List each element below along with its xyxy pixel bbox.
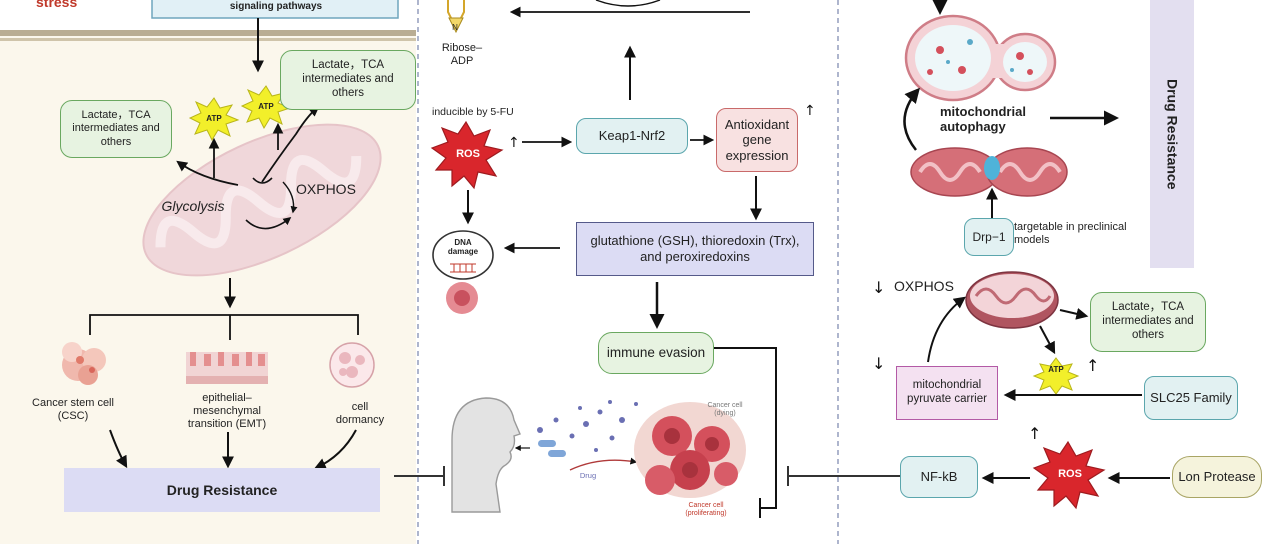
cancer-prolif-label: Cancer cell (proliferating) — [685, 502, 727, 518]
arrow-mito-lactate — [1059, 307, 1089, 320]
cancer-cells-image — [634, 402, 746, 498]
mpc-down-indicator: ↓ — [872, 354, 886, 373]
mitochondria-fission-image — [910, 147, 1068, 197]
keap-box: Keap1-Nrf2 — [576, 118, 688, 154]
drug-resistance-box-left — [64, 468, 380, 512]
cycle-bottom — [245, 217, 292, 230]
csc-label: Cancer stem cell (CSC) — [32, 397, 114, 422]
dna-damage-circle — [432, 230, 494, 280]
left-panel-band-2 — [0, 38, 416, 41]
mito-autophagy-label: mitochondrial autophagy — [940, 104, 1026, 135]
ros-label-middle: ROS — [456, 148, 480, 160]
drp1-box: Drp−1 — [964, 218, 1014, 256]
cycle-top — [252, 177, 273, 184]
immune-evasion-box: immune evasion — [598, 332, 714, 374]
svg-text:N: N — [452, 23, 458, 32]
glycolysis-label: Glycolysis — [161, 198, 225, 214]
drug-label: Drug — [579, 471, 597, 480]
cycle-right — [282, 181, 298, 214]
signaling-label: signaling pathways — [229, 1, 323, 12]
emt-cells-image — [186, 352, 268, 384]
branch-line — [89, 314, 359, 335]
arrow-dormancy-dr — [313, 429, 357, 470]
atp-label-right: ATP — [1048, 365, 1064, 374]
atp-up-indicator: ↑ — [1086, 356, 1100, 375]
antioxidant-box: Antioxidant gene expression — [716, 108, 798, 172]
lon-protease-box: Lon Protease — [1172, 456, 1262, 498]
arrow-csc-dr — [109, 429, 128, 469]
drug-resistance-bar — [1150, 0, 1194, 268]
atp-label-2: ATP — [258, 102, 274, 111]
dormancy-cell-image — [329, 342, 375, 388]
arrow-glycolysis-lactate — [176, 160, 239, 186]
pill-icons — [538, 440, 566, 457]
nfkb-up-indicator: ↑ — [1028, 424, 1042, 443]
left-panel-band — [0, 30, 416, 36]
mpc-box: mitochondrial pyruvate carrier — [896, 366, 998, 420]
dna-damage-label: DNA damage — [447, 238, 479, 257]
slc25-box: SLC25 Family — [1144, 376, 1238, 420]
top-curve — [595, 0, 661, 7]
nfkb-box: NF-kB — [900, 456, 978, 498]
mitochondrion-small — [965, 271, 1059, 329]
dormancy-label: cell dormancy — [335, 401, 385, 426]
signaling-box — [151, 0, 399, 19]
targetable-label: targetable in preclinical models — [1014, 221, 1127, 246]
mitochondrion-large — [142, 123, 382, 277]
lactate-box-right: Lactate，TCA intermediates and others — [1090, 292, 1206, 352]
drug-resistance-left-label: Drug Resistance — [166, 482, 278, 498]
glutathione-box: glutathione (GSH), thioredoxin (Trx), an… — [576, 222, 814, 276]
immune-bracket — [714, 347, 777, 509]
lactate-box-top: Lactate，TCA intermediates and others — [280, 50, 416, 110]
oxphos-label-right: OXPHOS — [894, 278, 954, 294]
ros-burst-right — [1032, 440, 1106, 510]
drug-resistance-vertical-text: Drug Resistance — [1164, 78, 1181, 190]
arrow-mpc-mito — [927, 296, 966, 363]
csc-cells-image — [62, 342, 106, 385]
arrow-drug-cancer — [569, 457, 638, 471]
inducible-label: inducible by 5-FU — [432, 106, 514, 118]
ros-burst-middle — [430, 120, 504, 190]
oxphos-label-left: OXPHOS — [296, 181, 356, 197]
arrow-oxphos-lactate — [261, 105, 320, 183]
atp-burst-1 — [188, 97, 240, 142]
arrow-mito-autophagy — [903, 87, 920, 151]
ribose-ring — [448, 17, 464, 34]
atp-label-1: ATP — [206, 114, 222, 123]
antioxidant-up-indicator: ↑ — [804, 103, 816, 119]
arrow-mito-atp — [1039, 325, 1056, 355]
oxphos-down-indicator: ↓ — [872, 278, 886, 297]
autophagy-vesicle-image — [904, 14, 1057, 102]
drug-resistance-vertical-label: Drug Resistance — [1150, 0, 1194, 268]
stress-label: stress — [36, 0, 78, 10]
ribose-label: Ribose–ADP — [441, 42, 483, 67]
cancer-dying-label: Cancer cell (dying) — [707, 402, 743, 418]
ros-up-indicator: ↑ — [508, 135, 520, 151]
damaged-cell-image — [446, 282, 478, 314]
ros-label-right: ROS — [1058, 468, 1082, 480]
atp-burst-right — [1032, 357, 1080, 395]
patient-head-image — [451, 397, 521, 513]
emt-label: epithelial–mesenchymal transition (EMT) — [187, 392, 267, 430]
lactate-box-left: Lactate，TCA intermediates and others — [60, 100, 172, 158]
dna-helix-icon — [450, 263, 476, 273]
